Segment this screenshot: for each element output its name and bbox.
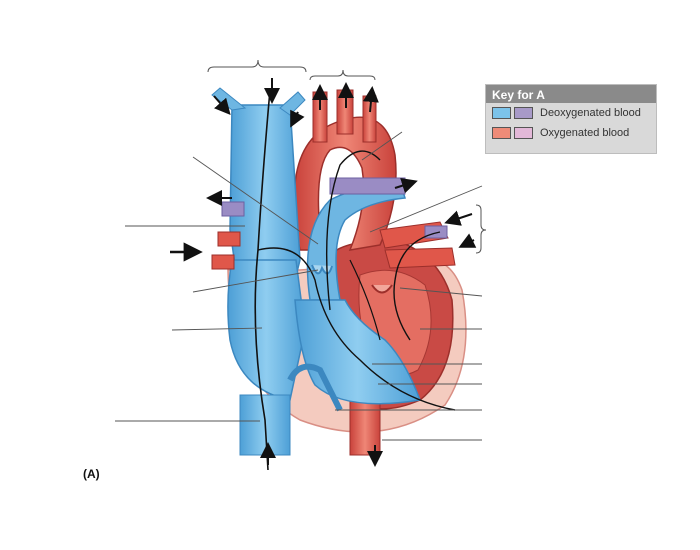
brace-top-left bbox=[207, 59, 307, 73]
flow-path-svc bbox=[254, 89, 271, 471]
key-label-oxygenated: Oxygenated blood bbox=[540, 127, 630, 139]
right-atrium bbox=[227, 259, 306, 401]
ductus-shunt bbox=[287, 363, 343, 412]
flow-path-ra-rv bbox=[257, 247, 456, 411]
flow-path-lv bbox=[349, 259, 381, 341]
arrow-pulmonary-out bbox=[394, 177, 418, 194]
arrow-aorta-out-3 bbox=[362, 86, 379, 113]
brace-top-right bbox=[309, 69, 376, 81]
swatch-deoxygenated-blue bbox=[492, 107, 511, 119]
left-vessel-purple bbox=[221, 201, 245, 217]
leader-line bbox=[361, 131, 403, 161]
key-row-deoxygenated: Deoxygenated blood bbox=[486, 103, 656, 123]
flow-path-pulmonary bbox=[393, 231, 441, 341]
leader-lines bbox=[115, 131, 483, 441]
leader-line bbox=[369, 185, 483, 233]
pulmonary-vein-cuff-1 bbox=[424, 225, 448, 239]
swatch-oxygenated-red bbox=[492, 127, 511, 139]
arrow-svc-right-in bbox=[290, 109, 305, 128]
key-label-deoxygenated: Deoxygenated blood bbox=[540, 107, 641, 119]
key-title: Key for A bbox=[486, 85, 656, 103]
arrow-svc-left-in bbox=[213, 95, 231, 116]
panel-label: (A) bbox=[83, 467, 100, 481]
swatch-deoxygenated-purple bbox=[514, 107, 533, 119]
arrow-pv-in-upper bbox=[444, 210, 473, 226]
pulmonary-vein-lower bbox=[384, 247, 456, 269]
arrow-pv-in-lower bbox=[458, 233, 477, 248]
leader-line bbox=[399, 287, 483, 297]
aortic-branch-3 bbox=[362, 95, 377, 143]
sv-branch-right bbox=[279, 91, 306, 116]
flow-path-aorta bbox=[325, 150, 381, 311]
leader-line bbox=[171, 327, 263, 331]
leader-line bbox=[192, 156, 319, 245]
key-legend: Key for A Deoxygenated blood Oxygenated … bbox=[485, 84, 657, 154]
mitral-valve bbox=[371, 284, 393, 294]
pulmonary-artery-band bbox=[329, 177, 406, 195]
left-vessel-pink-1 bbox=[217, 231, 241, 247]
brace-right bbox=[475, 204, 487, 254]
leader-line bbox=[192, 269, 319, 293]
left-vessel-pink-2 bbox=[211, 254, 235, 270]
key-row-oxygenated: Oxygenated blood bbox=[486, 123, 656, 143]
swatch-oxygenated-pink bbox=[514, 127, 533, 139]
